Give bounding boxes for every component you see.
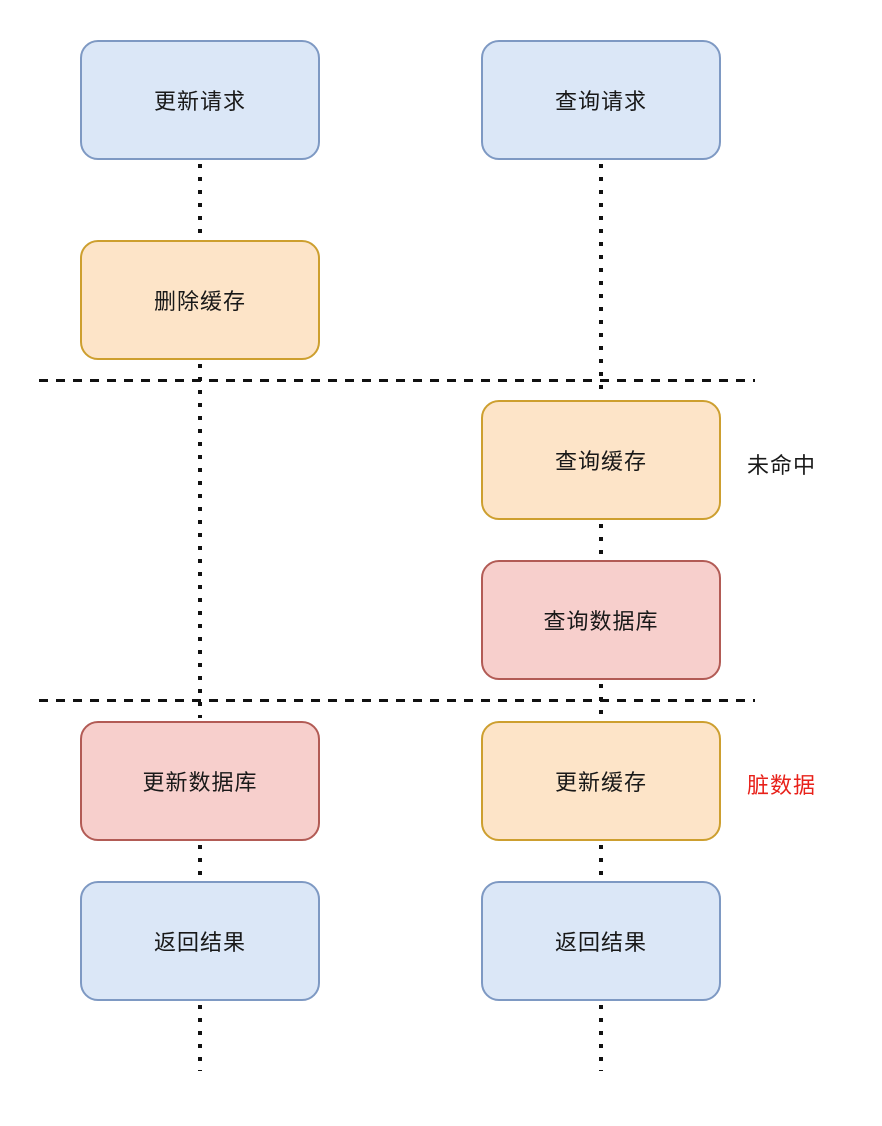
- node-label: 查询请求: [554, 89, 647, 114]
- node-label: 返回结果: [153, 930, 246, 955]
- dotted-connector: [198, 364, 202, 718]
- dotted-connector: [198, 1005, 202, 1071]
- node-update-cache: 更新缓存: [481, 721, 721, 841]
- node-label: 查询缓存: [554, 449, 647, 474]
- node-update-request: 更新请求: [80, 40, 320, 160]
- node-label: 更新缓存: [554, 770, 647, 795]
- node-return-result-left: 返回结果: [80, 881, 320, 1001]
- node-query-request: 查询请求: [481, 40, 721, 160]
- dirty-data-label: 脏数据: [747, 773, 817, 798]
- dotted-connector: [198, 845, 202, 879]
- node-label: 更新数据库: [142, 770, 258, 795]
- node-label: 返回结果: [554, 930, 647, 955]
- dotted-connector: [599, 845, 603, 879]
- node-update-database: 更新数据库: [80, 721, 320, 841]
- dotted-connector: [599, 1005, 603, 1071]
- phase-divider-line: [39, 379, 755, 382]
- dotted-connector: [599, 524, 603, 558]
- node-query-cache: 查询缓存: [481, 400, 721, 520]
- dotted-connector: [198, 164, 202, 238]
- node-label: 更新请求: [153, 89, 246, 114]
- phase-divider-line: [39, 699, 755, 702]
- node-label: 删除缓存: [153, 289, 246, 314]
- node-label: 查询数据库: [543, 609, 659, 634]
- node-query-database: 查询数据库: [481, 560, 721, 680]
- cache-miss-label: 未命中: [747, 453, 817, 478]
- node-return-result-right: 返回结果: [481, 881, 721, 1001]
- dotted-connector: [599, 164, 603, 398]
- node-delete-cache: 删除缓存: [80, 240, 320, 360]
